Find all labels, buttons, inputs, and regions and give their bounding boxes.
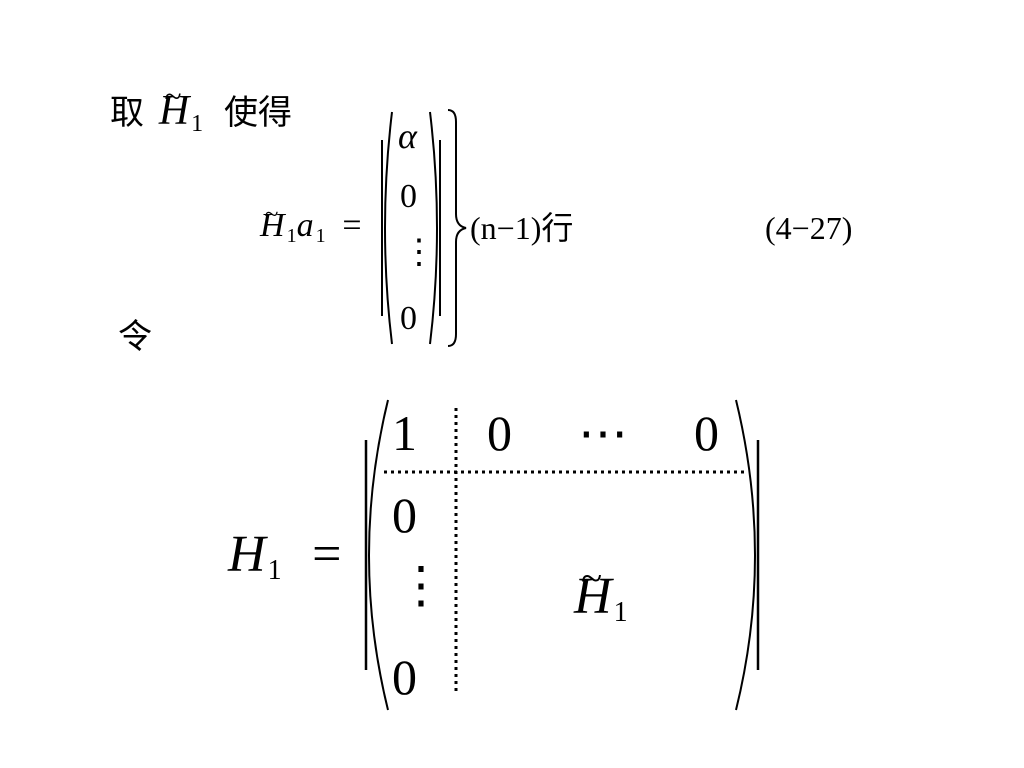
- let-text: 令: [118, 317, 152, 357]
- matrix-r1c-last: 0: [694, 405, 719, 461]
- matrix-left-paren: [368, 399, 389, 711]
- matrix-col1-zero-1: 0: [392, 487, 417, 543]
- h-tilde-1-subscript: 1: [191, 110, 204, 137]
- take-text: 取: [110, 93, 144, 133]
- matrix-r1c2: 0: [487, 405, 512, 461]
- eq1-right-paren: [429, 111, 438, 345]
- eq1-vector-zero-1: 0: [400, 178, 417, 215]
- such-that-text: 使得: [223, 93, 292, 133]
- line-1: 取 ~H 1 使得: [110, 78, 292, 136]
- matrix-right-paren: [735, 399, 756, 711]
- eq1-brace-label: (n−1)行: [470, 210, 574, 246]
- eq1-vector-zero-2: 0: [400, 300, 417, 337]
- eq1-right-brace: [447, 109, 467, 347]
- matrix-col1-zero-2: 0: [392, 649, 417, 705]
- matrix-block-h-tilde-1: ~H 1: [574, 557, 628, 628]
- eq1-vector-alpha: α: [398, 116, 417, 156]
- eq2-lhs: H1 =: [228, 526, 342, 586]
- eq1-vector-vdots: ⋮: [402, 234, 436, 271]
- eq1-number: (4−27): [765, 210, 853, 246]
- matrix-r1-cdots: ⋯: [578, 405, 628, 461]
- h-tilde-1-symbol: ~H: [158, 78, 190, 134]
- matrix-r1c1: 1: [392, 405, 417, 461]
- matrix-col1-vdots: ⋮: [396, 557, 446, 613]
- eq1-left-paren: [384, 111, 393, 345]
